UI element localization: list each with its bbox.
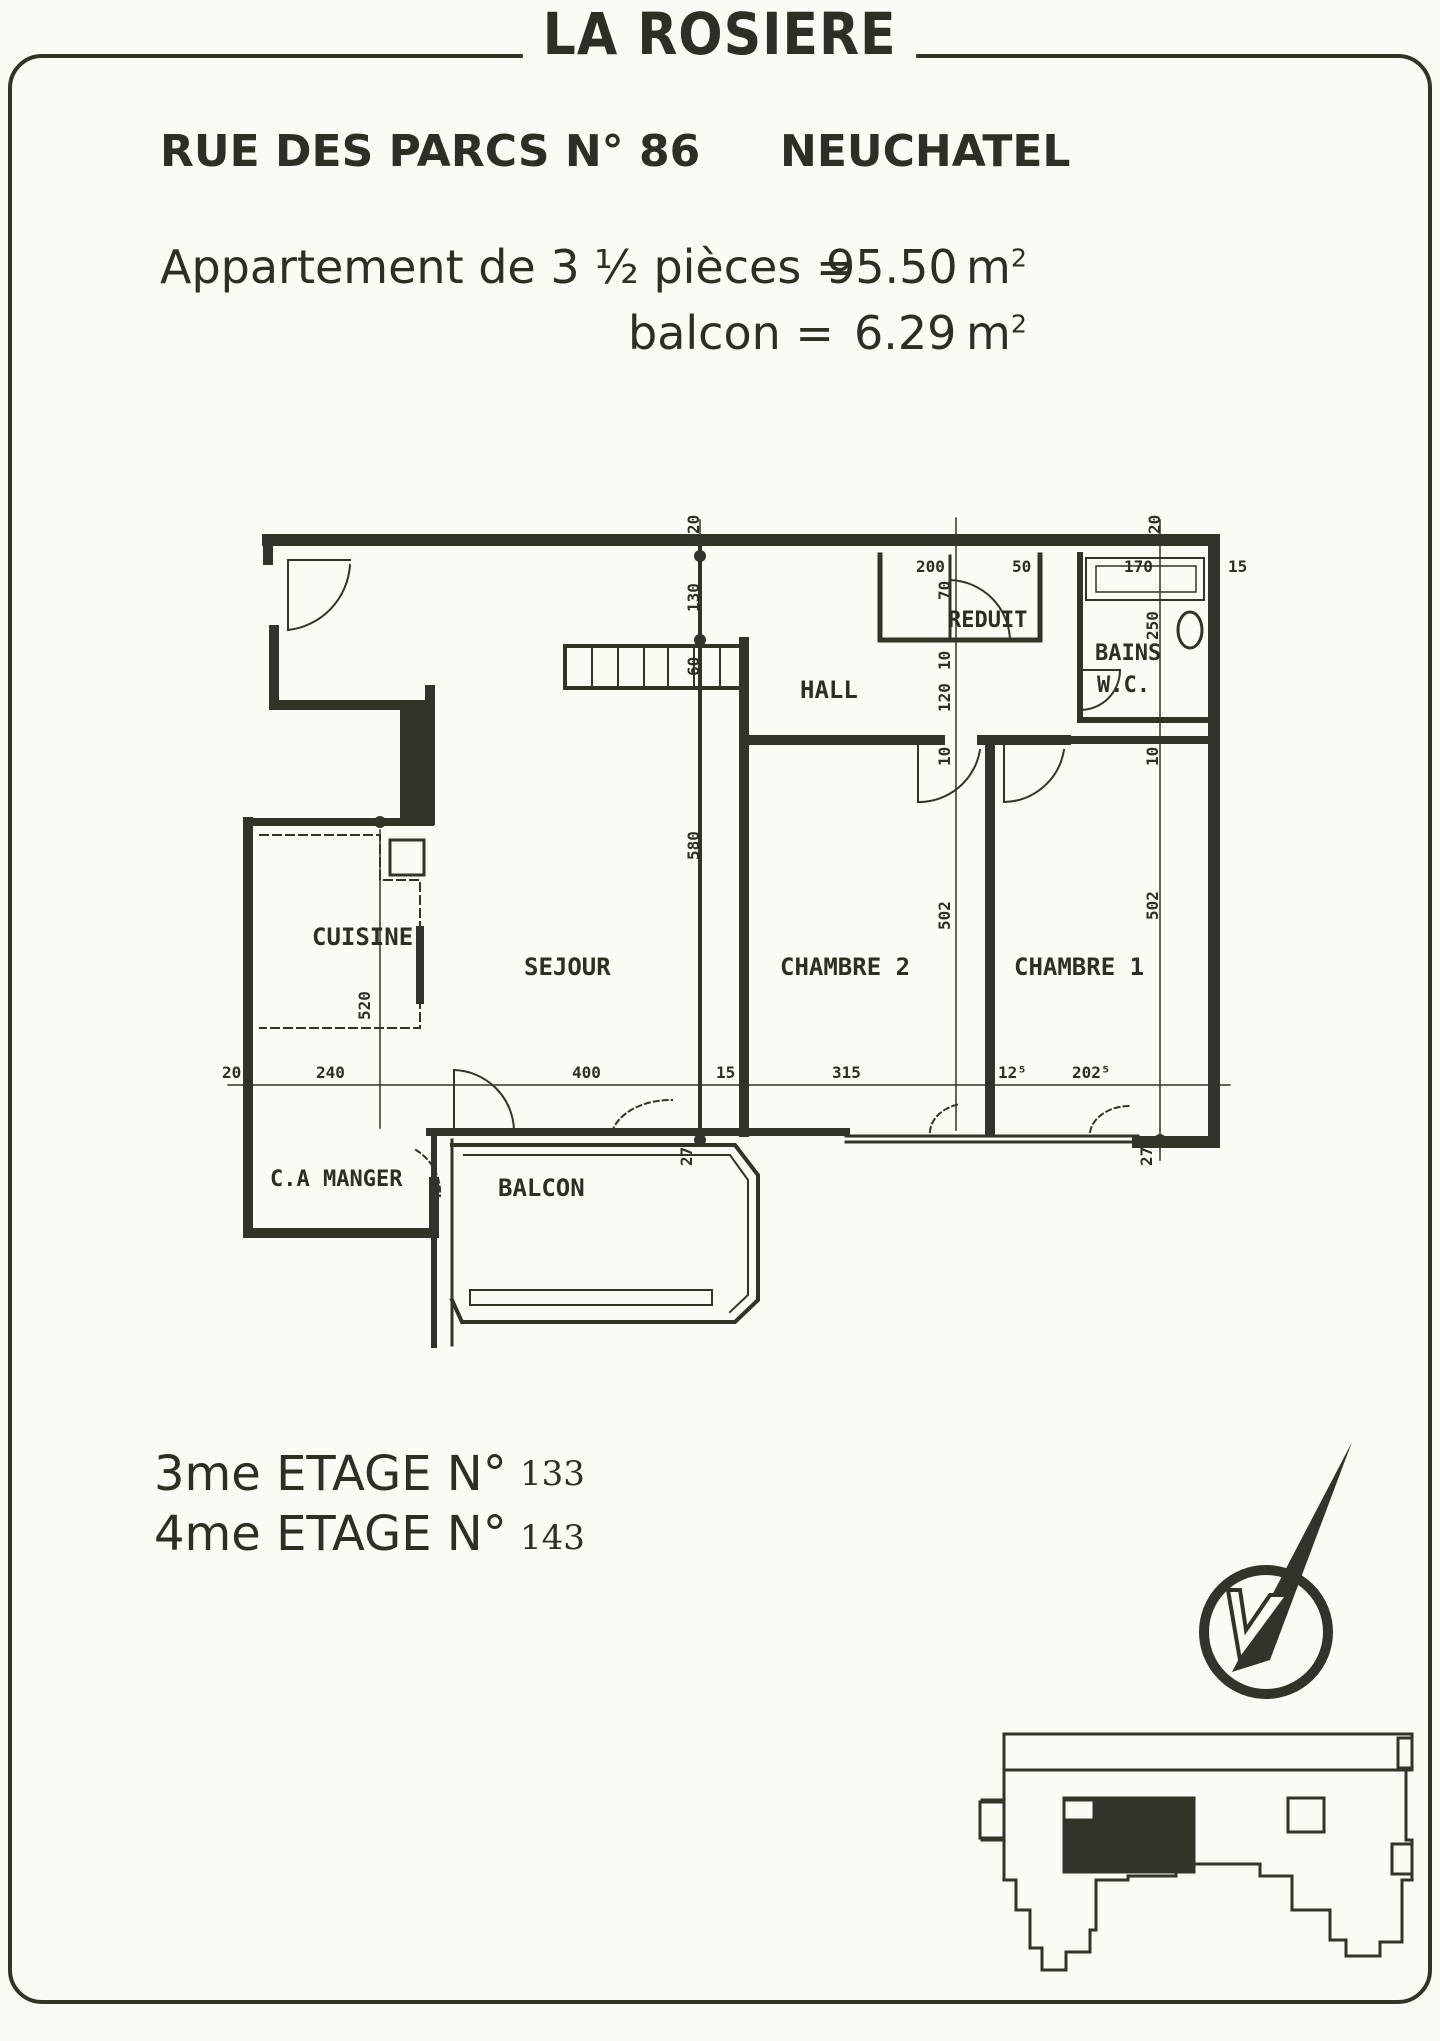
balcon-area-unit: m2	[966, 306, 1027, 360]
room-reduit: REDUIT	[948, 608, 1027, 633]
dim-200: 200	[916, 557, 945, 576]
room-hall: HALL	[800, 676, 858, 704]
dim-27b: 27	[1137, 1147, 1156, 1166]
dim-15-mid: 15	[716, 1063, 735, 1082]
balcon-label: balcon =	[628, 306, 834, 360]
room-chambre-1: CHAMBRE 1	[1014, 953, 1144, 981]
dim-120: 120	[935, 683, 954, 712]
page-title: LA ROSIERE	[523, 0, 917, 68]
apartment-label: Appartement de 3 ½ pièces =	[160, 240, 855, 294]
dim-315: 315	[832, 1063, 861, 1082]
dim-170: 170	[1124, 557, 1153, 576]
floor-4-label: 4me ETAGE N°	[154, 1506, 507, 1562]
dim-10b: 10	[935, 747, 954, 766]
dim-50: 50	[1012, 557, 1031, 576]
apartment-area: 95.50	[826, 240, 958, 294]
site-plan-icon	[978, 1732, 1414, 1972]
address-street: RUE DES PARCS N° 86	[160, 126, 701, 177]
north-arrow-icon	[1199, 1442, 1352, 1699]
dim-400: 400	[572, 1063, 601, 1082]
dim-70: 70	[935, 581, 954, 600]
dim-20-left: 20	[222, 1063, 241, 1082]
room-sejour: SEJOUR	[524, 953, 611, 981]
apartment-area-unit: m2	[966, 240, 1027, 294]
balcon-area: 6.29	[854, 306, 957, 360]
floor-4-number: 143	[520, 1518, 585, 1558]
dim-580: 580	[684, 831, 703, 860]
dim-202-5: 202⁵	[1072, 1063, 1111, 1082]
room-chambre-2: CHAMBRE 2	[780, 953, 910, 981]
dim-520: 520	[355, 991, 374, 1020]
dim-250: 250	[1143, 611, 1162, 640]
dim-10a: 10	[935, 651, 954, 670]
floor-3-label: 3me ETAGE N°	[154, 1446, 507, 1502]
room-balcon: BALCON	[498, 1174, 585, 1202]
dim-12-5: 12⁵	[998, 1063, 1027, 1082]
room-manger: C.A MANGER	[270, 1167, 403, 1192]
dim-130: 130	[684, 583, 703, 612]
address-city: NEUCHATEL	[780, 126, 1071, 177]
dim-60: 60	[684, 657, 703, 676]
dim-20-top: 20	[684, 515, 703, 534]
dim-240: 240	[316, 1063, 345, 1082]
dim-502a: 502	[935, 901, 954, 930]
floor-3-number: 133	[520, 1454, 585, 1494]
room-cuisine: CUISINE	[312, 923, 413, 951]
title-bar: LA ROSIERE	[0, 0, 1440, 70]
dim-27a: 27	[677, 1147, 696, 1166]
dim-10c: 10	[1143, 747, 1162, 766]
room-bains: BAINS	[1095, 641, 1161, 666]
dim-502b: 502	[1143, 891, 1162, 920]
dim-20-right: 20	[1145, 515, 1164, 534]
room-wc: W.C.	[1097, 673, 1150, 698]
dim-15-right: 15	[1228, 557, 1247, 576]
